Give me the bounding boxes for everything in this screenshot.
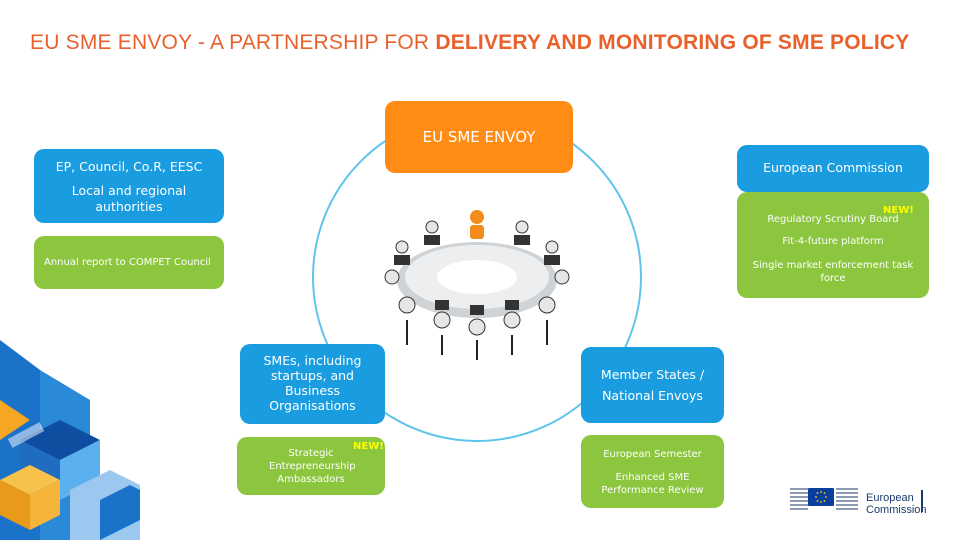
annual-report-text: Annual report to COMPET Council bbox=[44, 257, 211, 268]
eu-sme-envoy-label: EU SME ENVOY bbox=[422, 128, 536, 146]
title-part-1: EU SME bbox=[30, 31, 112, 54]
institutions-line-1: EP, Council, Co.R, EESC bbox=[55, 159, 203, 174]
logo-divider bbox=[921, 490, 923, 512]
member-states-box: Member States / National Envoys bbox=[581, 347, 724, 423]
title-part-3: DELIVERY AND MONITORING OF SME POLICY bbox=[435, 31, 910, 54]
member-states-line-2: National Envoys bbox=[602, 388, 703, 403]
commission-logo-text: European Commission bbox=[866, 492, 927, 516]
cube-pattern-graphic bbox=[0, 340, 140, 540]
annual-report-box: Annual report to COMPET Council bbox=[34, 236, 224, 289]
commission-bodies-box: NEW! Regulatory Scrutiny Board Fit-4-fut… bbox=[737, 192, 929, 298]
commission-logo-line-2: Commission bbox=[866, 504, 927, 516]
semester-box: European Semester Enhanced SME Performan… bbox=[581, 435, 724, 508]
ambassadors-box: NEW! Strategic Entrepreneurship Ambassad… bbox=[237, 437, 385, 495]
eu-flag-icon bbox=[808, 488, 834, 506]
commission-logo-line-1: European bbox=[866, 492, 914, 504]
meeting-table-illustration bbox=[384, 210, 570, 360]
semester-item-1: European Semester bbox=[603, 449, 702, 460]
european-commission-box: European Commission bbox=[737, 145, 929, 192]
commission-item-1: Regulatory Scrutiny Board bbox=[767, 214, 899, 225]
smes-label: SMEs, including startups, and Business O… bbox=[263, 353, 362, 413]
institutions-line-2: Local and regional authorities bbox=[71, 183, 187, 214]
commission-item-3: Single market enforcement task force bbox=[752, 260, 914, 284]
member-states-line-1: Member States / bbox=[600, 367, 705, 382]
page-title: EU SME ENVOY - A PARTNERSHIP FOR DELIVER… bbox=[30, 22, 940, 64]
commission-item-2: Fit-4-future platform bbox=[782, 236, 884, 247]
new-badge: NEW! bbox=[353, 441, 384, 452]
new-badge: NEW! bbox=[883, 205, 914, 216]
semester-item-2: Enhanced SME Performance Review bbox=[601, 472, 704, 496]
european-commission-label: European Commission bbox=[763, 160, 903, 175]
institutions-box: EP, Council, Co.R, EESC Local and region… bbox=[34, 149, 224, 223]
smes-box: SMEs, including startups, and Business O… bbox=[240, 344, 385, 424]
eu-sme-envoy-box: EU SME ENVOY bbox=[385, 101, 573, 173]
commission-building-icon bbox=[790, 488, 858, 510]
ambassadors-text: Strategic Entrepreneurship Ambassadors bbox=[269, 448, 356, 485]
title-part-2: ENVOY - A PARTNERSHIP FOR bbox=[111, 31, 436, 54]
